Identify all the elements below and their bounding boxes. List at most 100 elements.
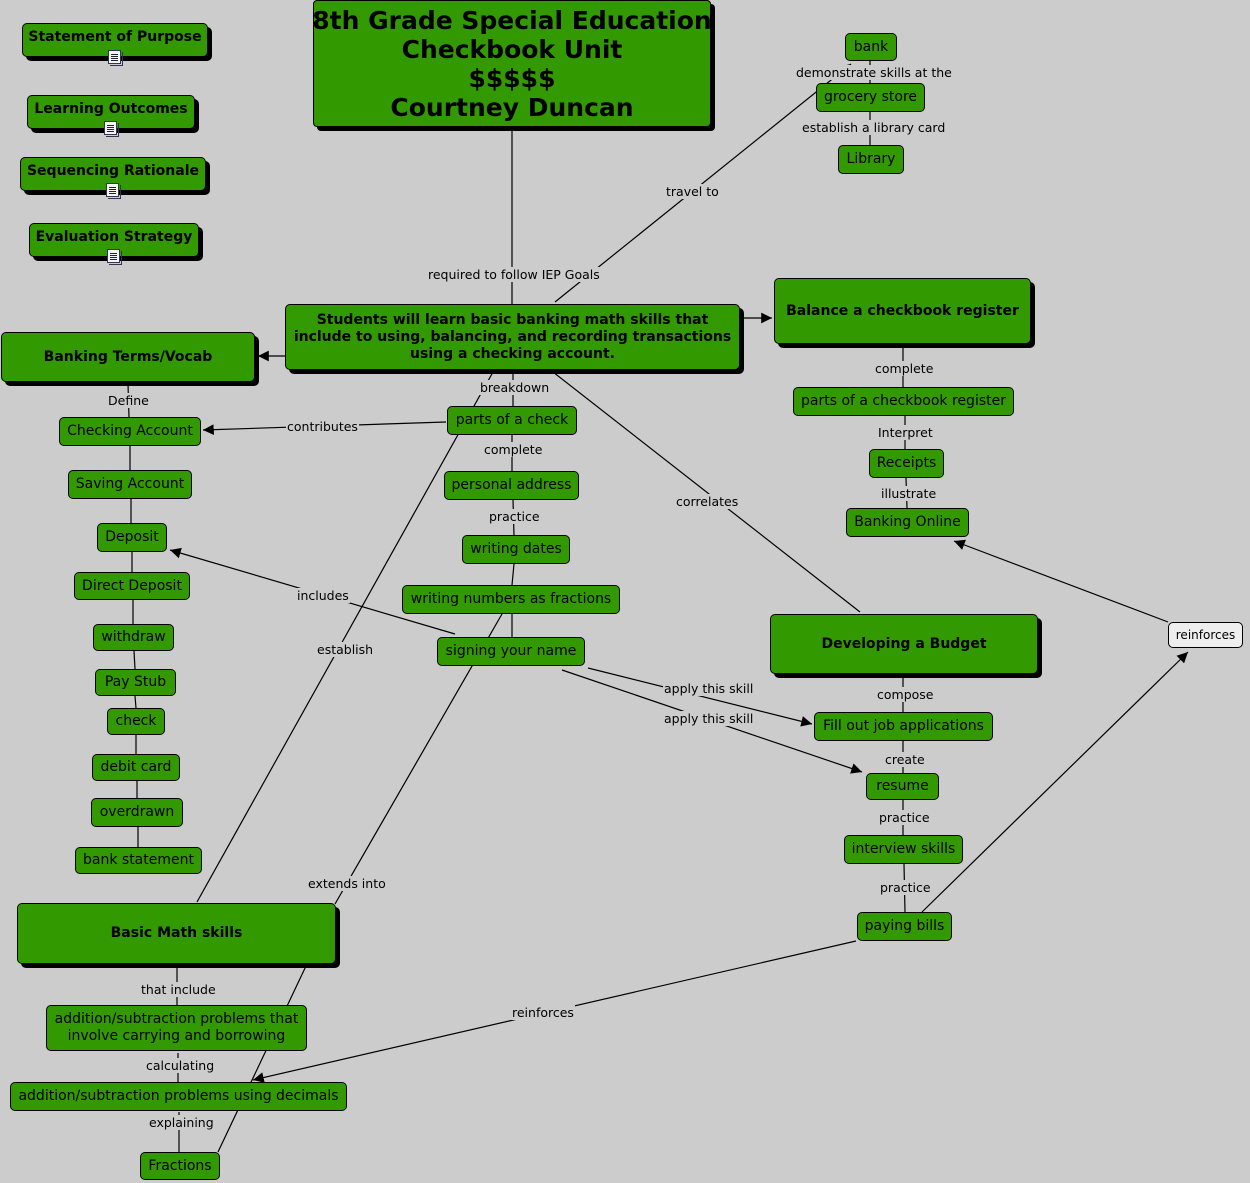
job-applications-node[interactable]: Fill out job applications <box>814 712 993 741</box>
developing-budget-label: Developing a Budget <box>821 635 987 652</box>
carry-borrow-line-1: addition/subtraction problems that <box>54 1011 299 1027</box>
link-label-practice-dates: practice <box>488 509 541 524</box>
overdrawn-node[interactable]: overdrawn <box>91 798 183 827</box>
receipts-label: Receipts <box>876 455 937 471</box>
statement-of-purpose-node[interactable]: Statement of Purpose <box>22 23 208 57</box>
title-node[interactable]: 8th Grade Special Education Checkbook Un… <box>312 0 712 127</box>
library-label: Library <box>846 151 896 167</box>
link-label-contributes: contributes <box>286 419 359 434</box>
check-node[interactable]: check <box>107 708 165 735</box>
link-label-complete-check: complete <box>483 442 544 457</box>
direct-deposit-node[interactable]: Direct Deposit <box>74 572 190 600</box>
writing-numbers-label: writing numbers as fractions <box>410 591 612 607</box>
link-label-create: create <box>884 752 926 767</box>
signing-name-node[interactable]: signing your name <box>437 637 585 666</box>
fractions-label: Fractions <box>148 1157 212 1174</box>
line-goal-to-bank <box>554 63 852 303</box>
line-bills-to-reinforces <box>921 651 1189 913</box>
basic-math-label: Basic Math skills <box>110 925 243 941</box>
withdraw-node[interactable]: withdraw <box>93 624 174 651</box>
direct-deposit-label: Direct Deposit <box>82 577 182 594</box>
link-label-complete-register: complete <box>874 361 935 376</box>
fractions-node[interactable]: Fractions <box>140 1152 220 1180</box>
bank-label: bank <box>853 38 889 55</box>
bank-statement-node[interactable]: bank statement <box>75 847 202 874</box>
banking-online-node[interactable]: Banking Online <box>846 508 969 537</box>
line-withdraw-paystub <box>133 650 136 670</box>
learning-outcomes-node[interactable]: Learning Outcomes <box>27 95 195 129</box>
resume-label: resume <box>876 778 929 794</box>
saving-account-node[interactable]: Saving Account <box>68 470 192 499</box>
deposit-node[interactable]: Deposit <box>97 523 167 552</box>
grocery-store-node[interactable]: grocery store <box>816 83 925 112</box>
link-label-reinforces: reinforces <box>511 1005 575 1020</box>
link-label-apply-skill-1: apply this skill <box>663 681 755 696</box>
decimals-node[interactable]: addition/subtraction problems using deci… <box>10 1082 347 1111</box>
checking-account-label: Checking Account <box>67 423 193 439</box>
balance-checkbook-node[interactable]: Balance a checkbook register <box>774 278 1031 344</box>
link-label-interpret: Interpret <box>877 425 934 440</box>
link-label-explaining: explaining <box>148 1115 215 1130</box>
personal-address-label: personal address <box>451 477 572 493</box>
developing-budget-node[interactable]: Developing a Budget <box>770 614 1038 674</box>
paying-bills-label: paying bills <box>864 918 945 934</box>
link-label-includes: includes <box>296 588 350 603</box>
personal-address-node[interactable]: personal address <box>444 471 579 500</box>
parts-of-register-node[interactable]: parts of a checkbook register <box>793 387 1014 416</box>
link-label-establish-library: establish a library card <box>801 120 947 135</box>
check-label: check <box>115 713 157 729</box>
basic-math-node[interactable]: Basic Math skills <box>17 903 336 964</box>
bank-node[interactable]: bank <box>845 33 897 61</box>
link-label-demonstrate: demonstrate skills at the <box>795 65 953 80</box>
main-goal-line-1: Students will learn basic banking math s… <box>316 311 709 328</box>
document-icon[interactable] <box>107 249 122 265</box>
paying-bills-node[interactable]: paying bills <box>857 912 952 941</box>
evaluation-strategy-label: Evaluation Strategy <box>35 229 193 245</box>
line-goal-to-math <box>196 371 494 903</box>
library-node[interactable]: Library <box>838 145 904 174</box>
link-label-compose: compose <box>876 687 935 702</box>
document-icon[interactable] <box>106 183 121 199</box>
job-applications-label: Fill out job applications <box>823 718 984 734</box>
writing-dates-node[interactable]: writing dates <box>462 535 570 564</box>
pay-stub-label: Pay Stub <box>104 674 167 690</box>
link-label-breakdown: breakdown <box>479 380 551 395</box>
resume-node[interactable]: resume <box>866 773 939 800</box>
debit-card-label: debit card <box>100 759 172 775</box>
parts-of-check-node[interactable]: parts of a check <box>447 406 577 435</box>
link-label-illustrate: illustrate <box>880 486 938 501</box>
link-label-define: Define <box>107 393 150 408</box>
title-line-2: Checkbook Unit <box>401 34 623 64</box>
writing-numbers-node[interactable]: writing numbers as fractions <box>402 585 620 614</box>
debit-card-node[interactable]: debit card <box>92 754 180 781</box>
document-icon[interactable] <box>104 121 119 137</box>
main-goal-node[interactable]: Students will learn basic banking math s… <box>285 304 740 370</box>
interview-skills-label: interview skills <box>851 841 956 857</box>
sequencing-rationale-node[interactable]: Sequencing Rationale <box>20 157 206 191</box>
carry-borrow-node[interactable]: addition/subtraction problems that invol… <box>46 1005 307 1051</box>
line-goal-to-budget <box>552 371 861 613</box>
line-dates-numbers <box>511 563 515 586</box>
link-label-apply-skill-2: apply this skill <box>663 711 755 726</box>
link-label-required-iep: required to follow IEP Goals <box>427 267 601 282</box>
reinforces-node[interactable]: reinforces <box>1168 622 1243 648</box>
signing-name-label: signing your name <box>445 643 577 659</box>
pay-stub-node[interactable]: Pay Stub <box>95 669 176 696</box>
checking-account-node[interactable]: Checking Account <box>59 417 201 446</box>
document-icon[interactable] <box>108 50 123 66</box>
title-line-3: $$$$$ <box>468 63 556 93</box>
receipts-node[interactable]: Receipts <box>869 449 944 478</box>
decimals-label: addition/subtraction problems using deci… <box>18 1088 339 1104</box>
learning-outcomes-label: Learning Outcomes <box>34 101 188 117</box>
link-label-correlates: correlates <box>675 494 740 509</box>
parts-of-register-label: parts of a checkbook register <box>801 393 1006 409</box>
main-goal-line-2: include to using, balancing, and recordi… <box>293 328 732 345</box>
link-label-practice-bills: practice <box>879 880 932 895</box>
banking-terms-node[interactable]: Banking Terms/Vocab <box>1 332 255 382</box>
grocery-store-label: grocery store <box>823 89 918 105</box>
parts-of-check-label: parts of a check <box>455 412 569 428</box>
banking-online-label: Banking Online <box>854 514 961 530</box>
interview-skills-node[interactable]: interview skills <box>844 835 963 864</box>
reinforces-node-label: reinforces <box>1175 627 1236 642</box>
withdraw-label: withdraw <box>101 629 166 645</box>
